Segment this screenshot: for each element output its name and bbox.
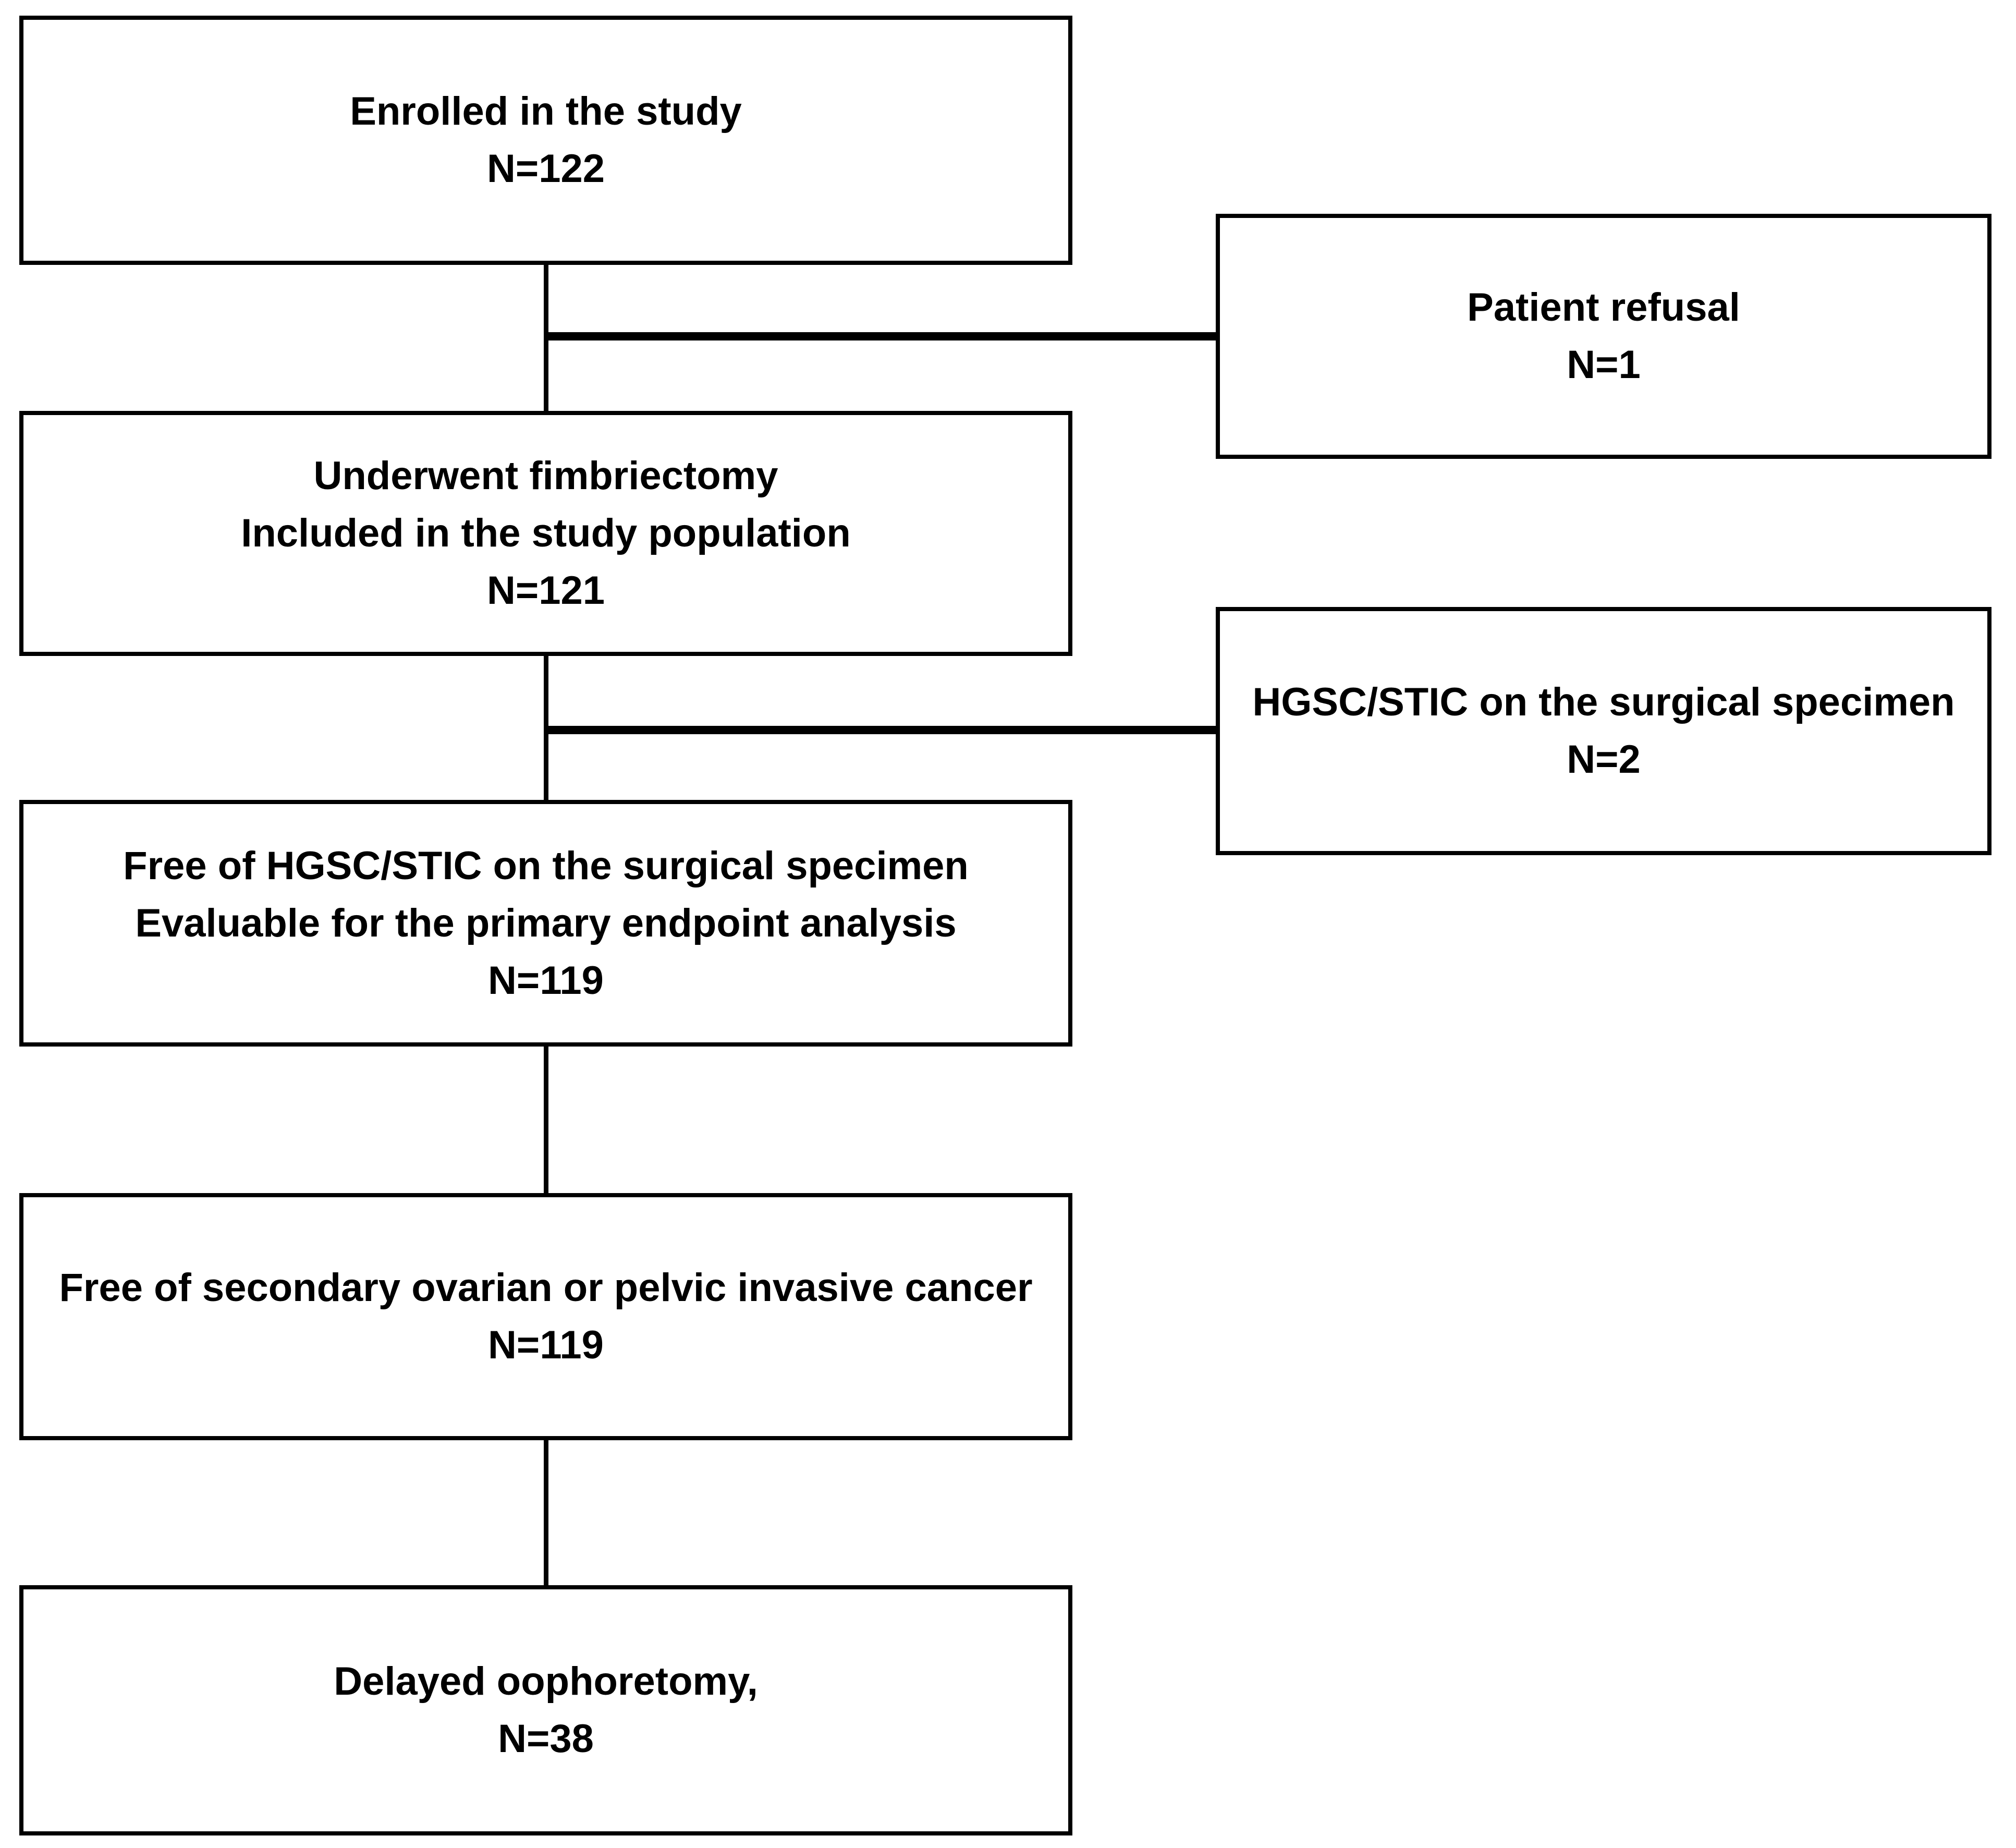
box-text-line: Included in the study population: [241, 511, 851, 555]
box-text-line: N=2: [1567, 737, 1641, 782]
flow-box-underwent-fimbriectomy: Underwent fimbriectomy Included in the s…: [19, 411, 1072, 656]
box-text-line: Free of HGSC/STIC on the surgical specim…: [123, 843, 969, 888]
box-text-line: N=119: [488, 1323, 604, 1367]
box-text-line: Patient refusal: [1467, 285, 1740, 330]
flow-box-patient-refusal: Patient refusal N=1: [1216, 214, 1991, 459]
box-text-line: N=1: [1567, 343, 1641, 387]
box-text-line: N=119: [488, 958, 604, 1003]
flow-box-hgsc-stic-specimen: HGSC/STIC on the surgical specimen N=2: [1216, 607, 1991, 855]
flow-box-free-of-hgsc-stic: Free of HGSC/STIC on the surgical specim…: [19, 800, 1072, 1047]
box-text-line: Free of secondary ovarian or pelvic inva…: [59, 1266, 1033, 1310]
box-text-line: N=122: [486, 147, 605, 191]
flow-box-delayed-oophoretomy: Delayed oophoretomy, N=38: [19, 1585, 1072, 1835]
connector-free-hgsc-to-free-secondary: [544, 1045, 548, 1196]
box-text-line: Delayed oophoretomy,: [334, 1659, 758, 1704]
box-text-line: N=121: [486, 568, 605, 613]
box-text-line: HGSC/STIC on the surgical specimen: [1252, 680, 1955, 724]
flow-box-free-of-secondary-cancer: Free of secondary ovarian or pelvic inva…: [19, 1193, 1072, 1440]
box-text-line: Evaluable for the primary endpoint analy…: [135, 901, 957, 945]
connector-branch-patient-refusal: [544, 332, 1219, 341]
box-text-line: Enrolled in the study: [350, 89, 742, 133]
box-text-line: Underwent fimbriectomy: [313, 454, 778, 498]
connector-branch-hgsc-stic: [544, 726, 1219, 734]
connector-free-secondary-to-delayed: [544, 1439, 548, 1589]
box-text-line: N=38: [498, 1717, 594, 1761]
flow-box-enrolled: Enrolled in the study N=122: [19, 16, 1072, 265]
